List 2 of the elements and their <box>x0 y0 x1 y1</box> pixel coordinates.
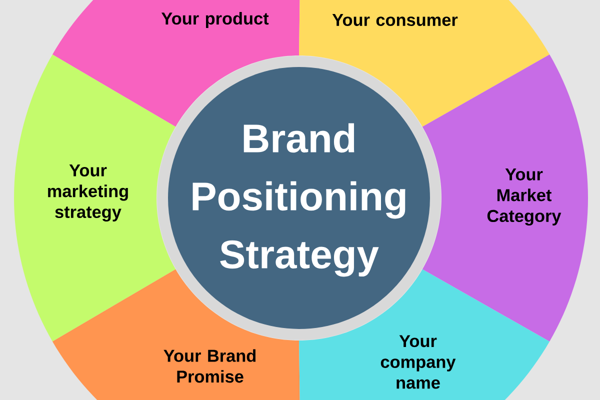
wheel-segment: Your Brand Promise <box>52 269 301 400</box>
wheel-segment: Your marketing strategy <box>14 54 176 342</box>
